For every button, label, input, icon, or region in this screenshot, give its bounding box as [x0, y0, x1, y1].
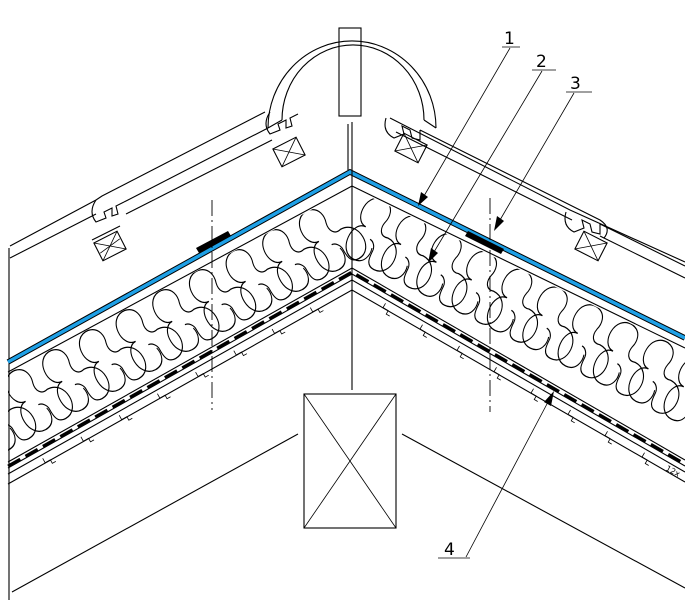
- insulation-lobe: [42, 349, 110, 412]
- lining-clips: [42, 303, 649, 466]
- lining-clip: [42, 458, 57, 464]
- tape-strip-left: [196, 231, 231, 253]
- lining-clip: [641, 452, 649, 466]
- blue-membrane: [7, 170, 685, 364]
- right-batten-lower: [574, 230, 608, 262]
- insulation-lobe: [557, 304, 609, 379]
- insulation-lobe: [628, 339, 680, 414]
- insulation-lobe: [486, 268, 539, 343]
- insulation-lobe: [380, 215, 433, 290]
- lining-upper-line: [7, 279, 685, 475]
- insulation-lobe: [8, 369, 73, 432]
- callout-2: 2: [536, 52, 547, 72]
- insulation-layer: [8, 197, 685, 452]
- leader-1: [418, 46, 520, 206]
- insulation-lobe: [522, 286, 574, 361]
- callout-4: 4: [444, 540, 455, 560]
- left-batten-lower: [93, 230, 127, 262]
- ridge-beam: [303, 393, 397, 529]
- insulation-lobe: [115, 309, 183, 372]
- insulation-lobe: [451, 250, 503, 325]
- insulation-lobe: [225, 249, 293, 312]
- insulation-lobe: [592, 322, 645, 397]
- left-rafter-line: [11, 433, 299, 593]
- insulation-bottom-line: [7, 267, 685, 463]
- lining-clip: [309, 307, 324, 314]
- membrane-outline: [6, 168, 685, 365]
- insulation-lobe: [663, 357, 685, 432]
- left-batten-upper: [272, 136, 306, 168]
- lining-clip: [195, 371, 209, 378]
- leader-2: [428, 69, 556, 263]
- leader-3: [494, 91, 592, 231]
- lining-clip: [493, 367, 501, 381]
- lining-clip: [604, 431, 612, 445]
- ridge-tile-slot: [338, 27, 362, 117]
- edge-note: 12x: [664, 464, 682, 479]
- insulation-lobe: [152, 289, 220, 352]
- dashed-vapor-barrier: [7, 270, 685, 468]
- left-roof-tiles: [9, 111, 299, 259]
- right-rafter-line: [401, 433, 685, 589]
- callout-3: 3: [570, 74, 581, 94]
- insulation-lobe: [78, 329, 147, 392]
- tape-strip-right: [465, 231, 504, 254]
- callout-1: 1: [504, 29, 515, 49]
- right-roof-tiles: [384, 117, 685, 279]
- ridge-tile: [267, 27, 437, 129]
- insulation-top-line: [7, 185, 685, 373]
- lining-clip: [567, 409, 575, 424]
- right-batten-upper: [394, 132, 428, 164]
- lining-clip: [271, 328, 286, 335]
- lining-clip: [233, 350, 248, 357]
- lining-clip: [118, 415, 133, 421]
- insulation-lobe: [298, 209, 367, 272]
- lining-clip: [419, 324, 427, 338]
- insulation-lobe: [188, 269, 257, 332]
- lining-clip: [80, 436, 95, 443]
- insulation-lobe: [8, 389, 37, 452]
- leader-4: [438, 391, 554, 559]
- lining-clip: [530, 388, 538, 402]
- lining-clip: [456, 345, 464, 360]
- lining-clip: [157, 393, 171, 400]
- lining-clip: [382, 303, 390, 317]
